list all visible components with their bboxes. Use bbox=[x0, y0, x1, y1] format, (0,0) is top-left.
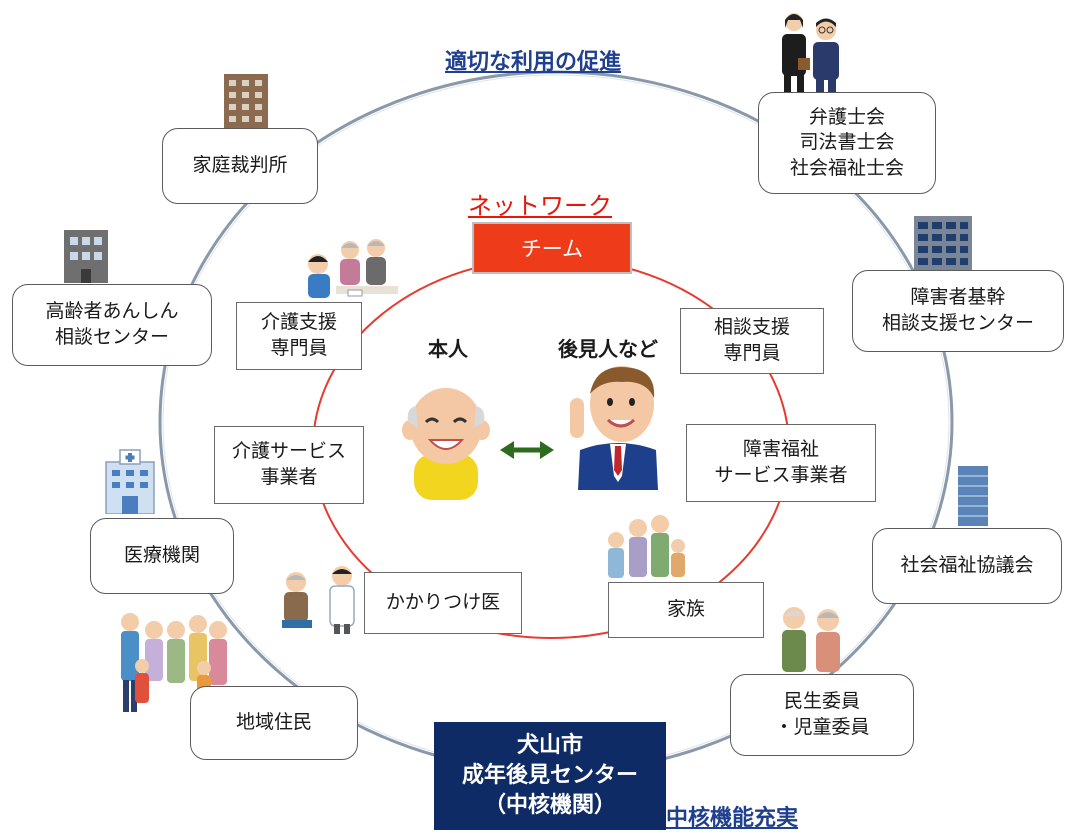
family-court-box: 家庭裁判所 bbox=[162, 128, 318, 204]
court-building-icon bbox=[224, 74, 268, 132]
tower-building-icon bbox=[914, 216, 972, 280]
family-box: 家族 bbox=[608, 582, 764, 638]
network-title: ネットワーク bbox=[468, 192, 612, 220]
elderly-support-center-box: 高齢者あんしん 相談センター bbox=[12, 284, 212, 366]
social-welfare-council-box: 社会福祉協議会 bbox=[872, 528, 1062, 604]
disability-support-center-box: 障害者基幹 相談支援センター bbox=[852, 270, 1064, 352]
principal-label: 本人 bbox=[428, 337, 468, 361]
local-residents-box: 地域住民 bbox=[190, 686, 358, 760]
care-service-provider-box: 介護サービス 事業者 bbox=[214, 426, 364, 504]
care-manager-box: 介護支援 専門員 bbox=[236, 302, 362, 370]
promotion-heading: 適切な利用の促進 bbox=[445, 50, 622, 75]
family-group-illustration-icon bbox=[608, 515, 685, 578]
professional-associations-box: 弁護士会 司法書士会 社会福祉士会 bbox=[758, 92, 936, 194]
guardian-label: 後見人など bbox=[558, 337, 658, 361]
welfare-commissioners-box: 民生委員 ・児童委員 bbox=[730, 674, 914, 756]
doctor-patient-illustration-icon bbox=[282, 566, 355, 634]
family-doctor-box: かかりつけ医 bbox=[364, 572, 522, 634]
consultation-support-box: 相談支援 専門員 bbox=[680, 308, 824, 374]
elderly-couple-illustration-icon bbox=[782, 607, 840, 672]
slim-tower-icon bbox=[958, 466, 988, 526]
medical-institution-box: 医療機関 bbox=[90, 518, 234, 594]
team-box: チーム bbox=[472, 222, 632, 274]
bidirectional-arrow-icon bbox=[500, 441, 554, 459]
disability-service-provider-box: 障害福祉 サービス事業者 bbox=[686, 424, 876, 502]
hospital-building-icon bbox=[105, 449, 155, 514]
care-consultation-illustration-icon bbox=[308, 239, 398, 298]
lawyers-illustration-icon bbox=[782, 13, 839, 93]
core-function-heading: 中核機能充実 bbox=[666, 806, 799, 831]
guardianship-center-box: 犬山市 成年後見センター （中核機関） bbox=[434, 722, 666, 830]
office-building-icon bbox=[64, 230, 108, 283]
grandfather-illustration-icon bbox=[402, 388, 490, 500]
guardian-man-illustration-icon bbox=[570, 366, 658, 490]
